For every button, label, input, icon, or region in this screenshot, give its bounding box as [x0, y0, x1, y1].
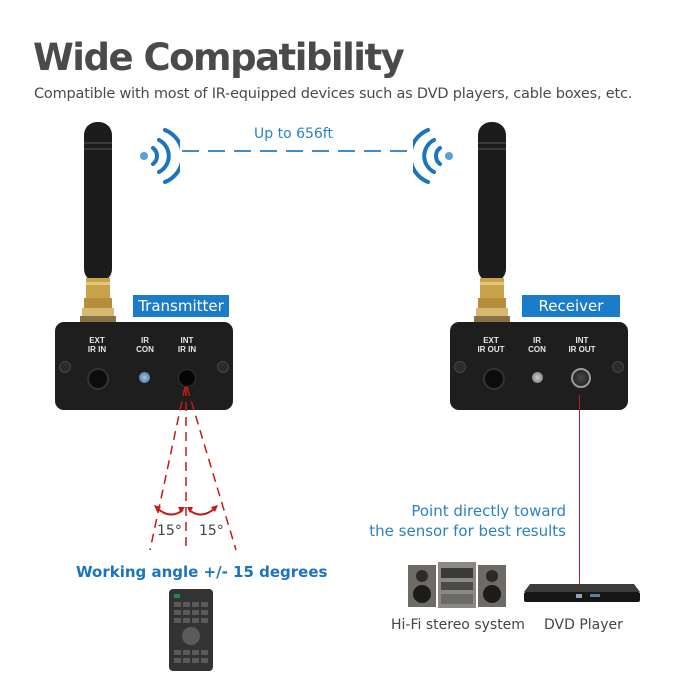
wireless-signal-icon — [140, 128, 180, 184]
range-label: Up to 656ft — [254, 126, 333, 142]
ir-beam-line — [579, 395, 580, 598]
int-ir-out-emitter — [571, 368, 591, 388]
int-ir-sensor — [178, 369, 196, 387]
device-label-stereo: Hi-Fi stereo system — [391, 617, 525, 633]
ext-ir-in-jack[interactable] — [87, 368, 109, 390]
transmitter-label: Transmitter — [133, 295, 229, 317]
device-label-dvd: DVD Player — [544, 617, 623, 633]
stereo-system-icon — [408, 562, 506, 608]
working-angle-caption: Working angle +/- 15 degrees — [76, 563, 328, 581]
page-subtitle: Compatible with most of IR-equipped devi… — [34, 86, 633, 102]
antenna-icon — [474, 122, 510, 324]
dvd-player-icon — [524, 584, 640, 602]
angle-right-value: 15° — [199, 523, 224, 539]
tip-line-1: Point directly toward — [411, 502, 566, 520]
ir-con-led-icon — [139, 372, 150, 383]
page-title: Wide Compatibility — [33, 36, 405, 79]
screw-icon — [454, 361, 466, 373]
range-dashed-line — [182, 150, 410, 152]
angle-left-value: 15° — [157, 523, 182, 539]
screw-icon — [59, 361, 71, 373]
wireless-signal-icon — [413, 128, 453, 184]
screw-icon — [217, 361, 229, 373]
ir-angle-diagram — [149, 386, 237, 551]
tip-line-2: the sensor for best results — [369, 522, 566, 540]
ir-con-led-icon — [532, 372, 543, 383]
screw-icon — [612, 361, 624, 373]
receiver-label: Receiver — [522, 295, 620, 317]
ext-ir-out-jack[interactable] — [483, 368, 505, 390]
remote-control-icon — [169, 589, 213, 671]
antenna-icon — [80, 122, 116, 324]
